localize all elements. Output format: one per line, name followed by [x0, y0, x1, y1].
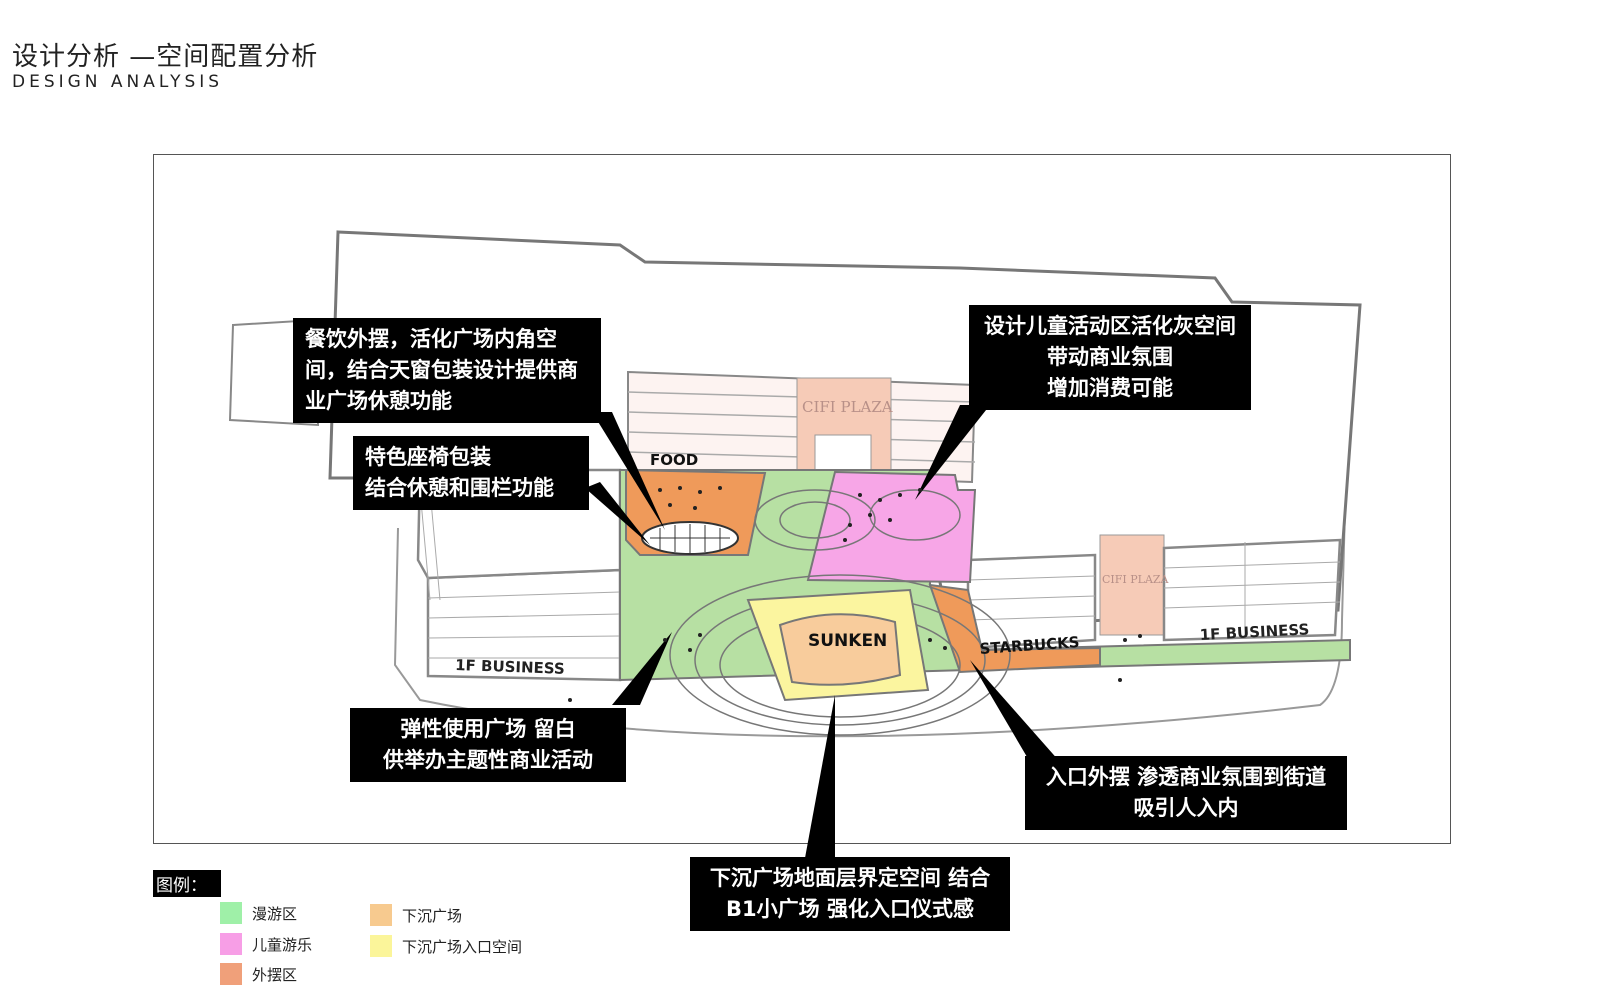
- legend-swatch: [220, 933, 242, 955]
- callout-flexible: 弹性使用广场 留白 供举办主题性商业活动: [350, 708, 626, 782]
- sunken-plaza: [778, 613, 902, 686]
- kids-zone: [806, 470, 977, 584]
- legend-swatch: [370, 904, 392, 926]
- label-food: FOOD: [650, 451, 698, 469]
- label-cifi-plaza-main: CIFI PLAZA: [802, 398, 893, 416]
- diagram-frame: [153, 154, 1451, 844]
- label-business-left: 1F BUSINESS: [455, 656, 565, 678]
- legend-swatch: [370, 935, 392, 957]
- right-front-building: [966, 534, 1342, 650]
- page-subtitle: DESIGN ANALYSIS: [12, 72, 224, 92]
- legend-title: 图例：: [153, 870, 221, 897]
- label-sunken: SUNKEN: [808, 631, 887, 651]
- callout-kids: 设计儿童活动区活化灰空间 带动商业氛围 增加消费可能: [969, 305, 1251, 410]
- label-business-right: 1F BUSINESS: [1199, 620, 1309, 644]
- dining-zone-entrance: [928, 583, 1101, 674]
- callout-seating: 特色座椅包装 结合休憩和围栏功能: [353, 436, 589, 510]
- legend-swatch: [220, 902, 242, 924]
- legend-item-sunken-entry: 下沉广场入口空间: [370, 935, 522, 957]
- legend-item-sunken: 下沉广场: [370, 904, 462, 926]
- people-figures: [568, 486, 1142, 702]
- callout-pointers: [585, 405, 1060, 858]
- label-cifi-plaza-right: CIFI PLAZA: [1102, 573, 1170, 586]
- callout-dining: 餐饮外摆，活化广场内角空 间，结合天窗包装设计提供商 业广场休憩功能: [293, 318, 601, 423]
- legend-swatch: [220, 963, 242, 985]
- callout-sunken: 下沉广场地面层界定空间 结合 B1小广场 强化入口仪式感: [690, 857, 1010, 931]
- legend-item-dining: 外摆区: [220, 963, 297, 985]
- legend-item-roam: 漫游区: [220, 902, 297, 924]
- page-title: 设计分析 —空间配置分析: [12, 42, 319, 72]
- callout-entrance: 入口外摆 渗透商业氛围到街道 吸引人入内: [1025, 756, 1347, 830]
- legend-item-kids: 儿童游乐: [220, 933, 312, 955]
